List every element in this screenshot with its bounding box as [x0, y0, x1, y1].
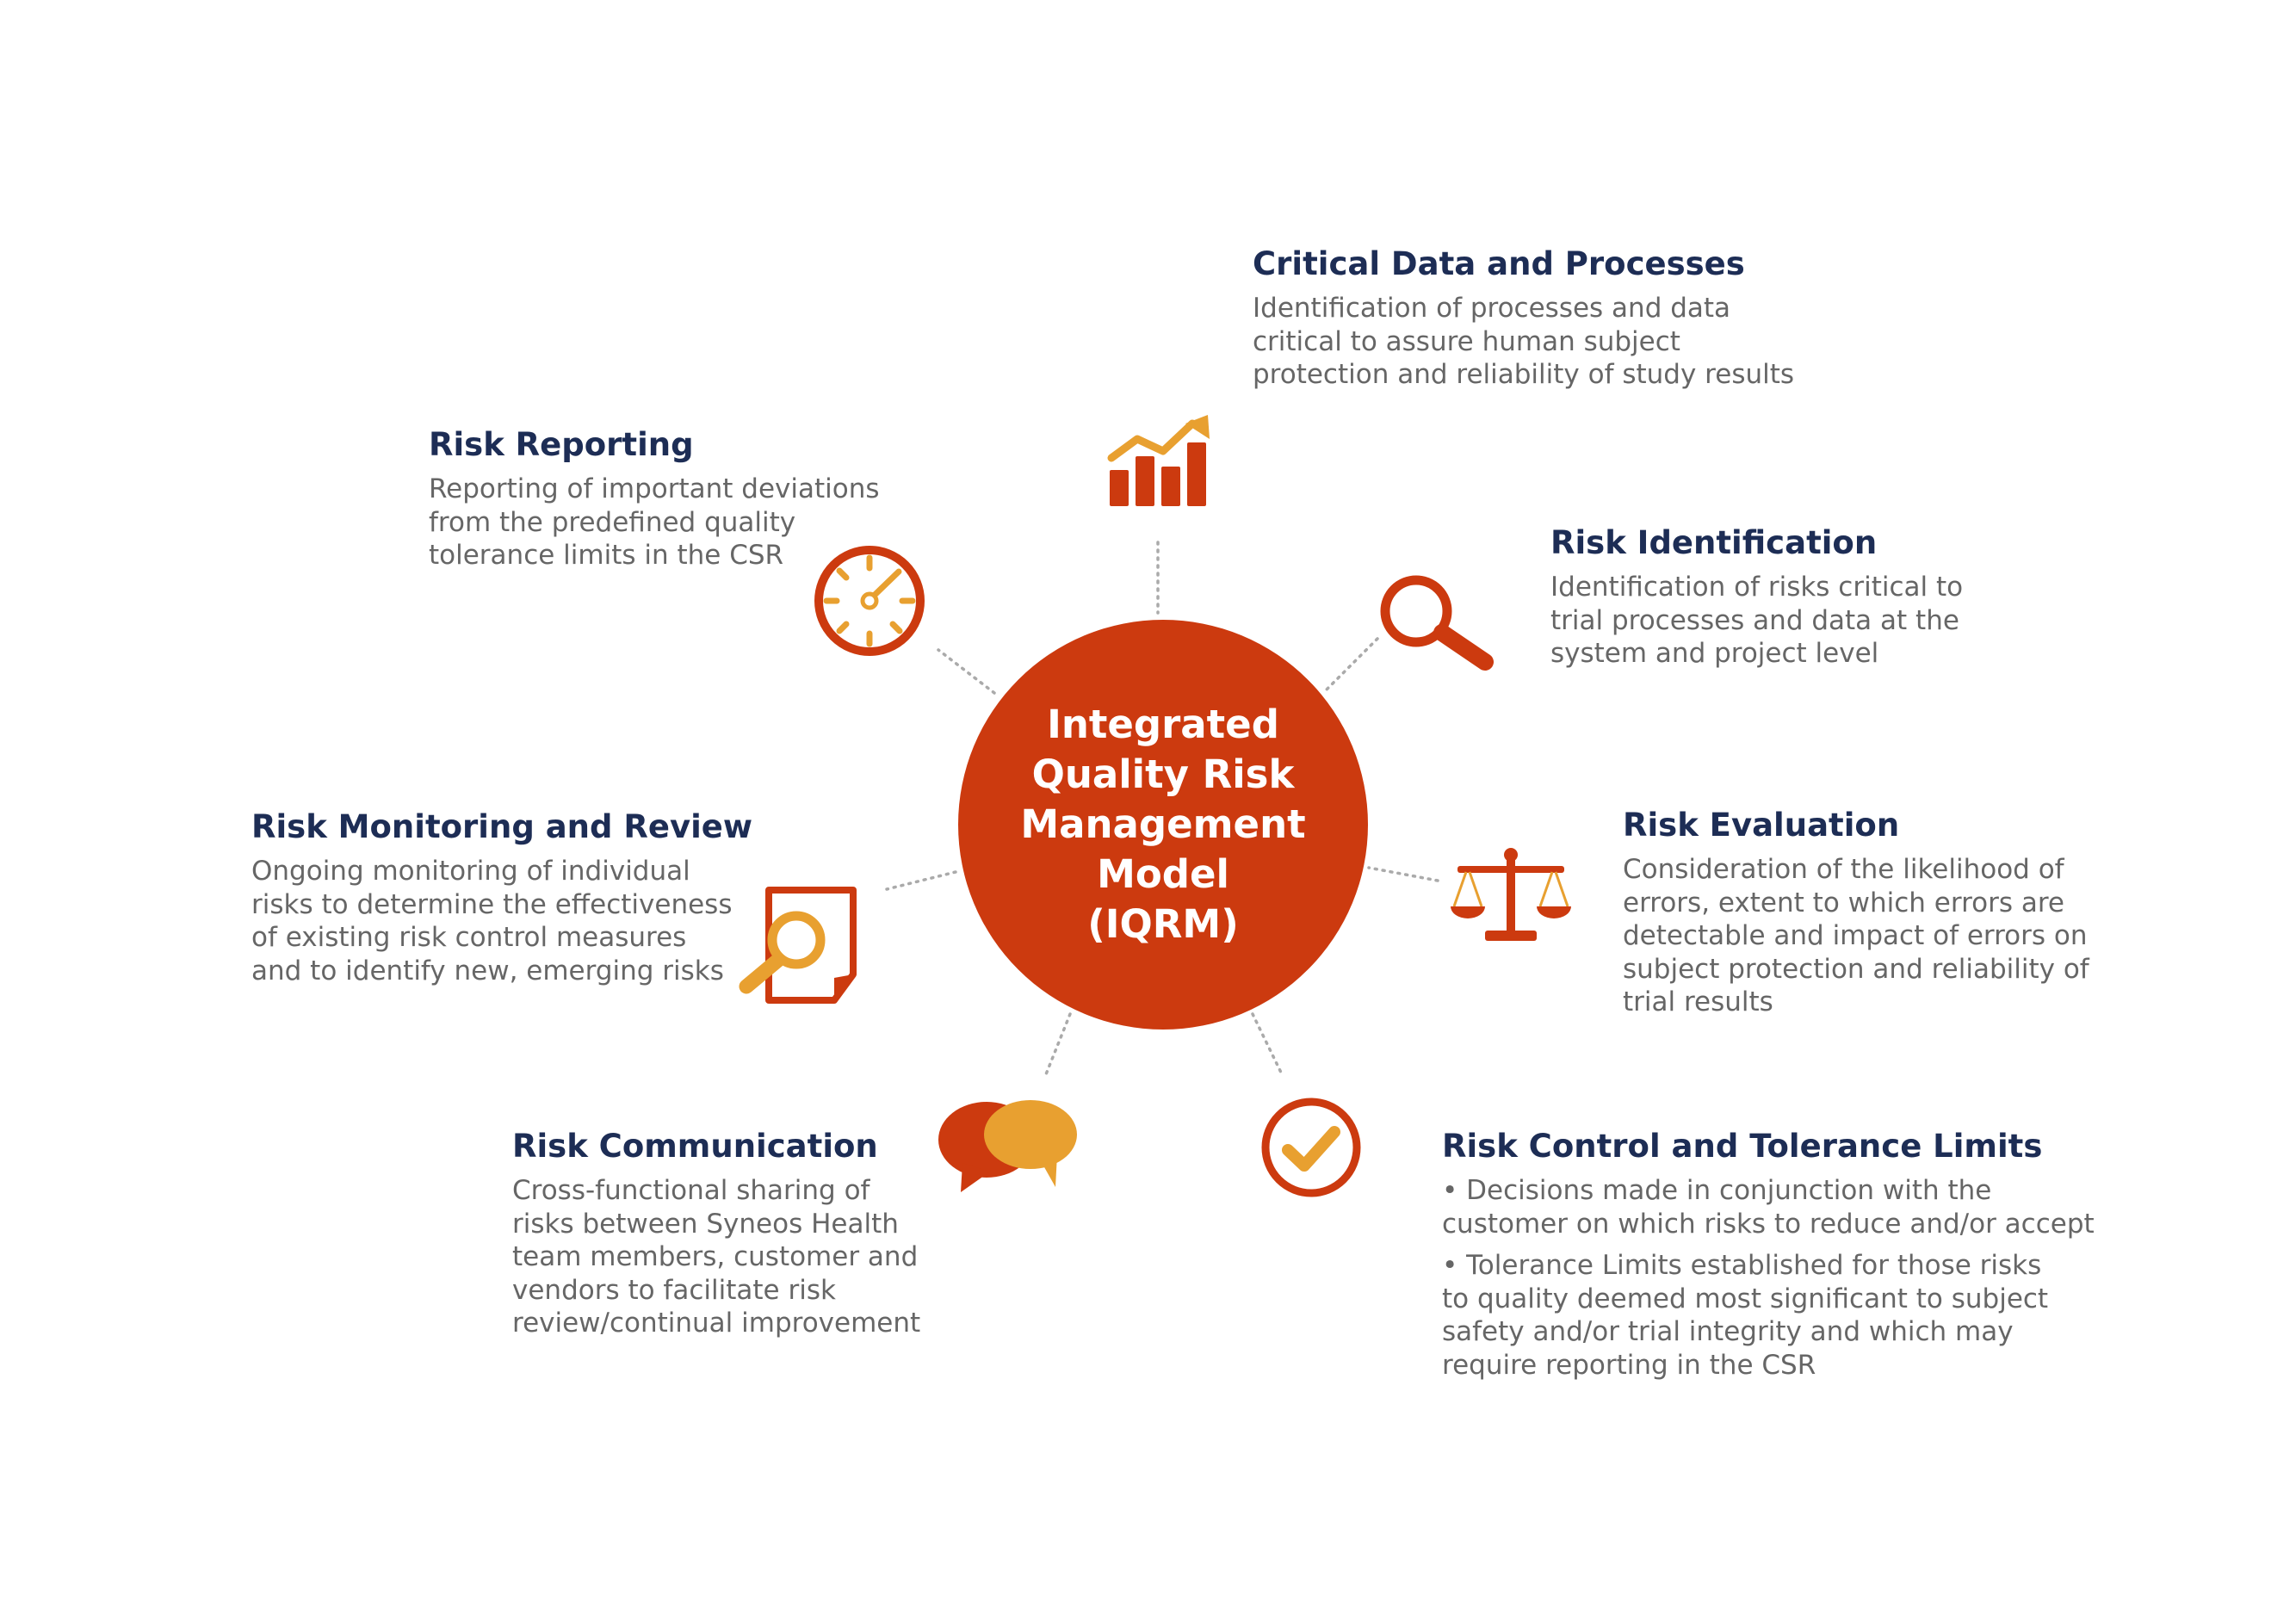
risk-communication-description: Cross-functional sharing of risks betwee…	[512, 1175, 921, 1339]
connector-risk-reporting	[937, 648, 996, 695]
balance-scale-icon	[1451, 848, 1571, 941]
document-search-icon	[739, 887, 857, 1004]
risk-control-bullets: • Decisions made in conjunction with the…	[1442, 1174, 2095, 1382]
magnifier-icon	[1380, 575, 1494, 671]
risk-control-bullet-1: • Decisions made in conjunction with the…	[1442, 1175, 2095, 1240]
stopwatch-gauge-icon	[814, 546, 925, 656]
connector-risk-evaluation	[1367, 866, 1439, 882]
risk-evaluation-title: Risk Evaluation	[1623, 807, 1900, 844]
risk-reporting-title: Risk Reporting	[429, 426, 694, 463]
risk-evaluation-description: Consideration of the likelihood of error…	[1623, 854, 2089, 1017]
connector-risk-communication	[1043, 1012, 1072, 1080]
risk-monitoring-title: Risk Monitoring and Review	[251, 808, 753, 845]
speech-bubbles-icon	[938, 1100, 1077, 1192]
risk-control-bullet-2: • Tolerance Limits established for those…	[1442, 1250, 2049, 1381]
connector-risk-control	[1251, 1012, 1284, 1078]
risk-evaluation-block: Risk Evaluation Consideration of the lik…	[1623, 807, 2089, 1019]
checkmark-circle-icon	[1261, 1098, 1361, 1197]
risk-control-block: Risk Control and Tolerance Limits • Deci…	[1442, 1128, 2095, 1390]
risk-identification-description: Identification of risks critical to tria…	[1550, 572, 1964, 669]
center-hub-label: Integrated Quality Risk Management Model…	[1020, 702, 1306, 947]
risk-communication-title: Risk Communication	[512, 1128, 878, 1165]
critical-data-title: Critical Data and Processes	[1253, 245, 1745, 282]
risk-reporting-description: Reporting of important deviations from t…	[429, 473, 880, 571]
connector-risk-identification	[1324, 637, 1379, 692]
risk-identification-title: Risk Identification	[1550, 524, 1878, 561]
bar-chart-growth-icon	[1107, 415, 1210, 506]
risk-identification-block: Risk Identification Identification of ri…	[1550, 524, 1963, 671]
critical-data-description: Identification of processes and data cri…	[1253, 293, 1795, 390]
risk-control-title: Risk Control and Tolerance Limits	[1442, 1128, 2043, 1165]
center-hub: Integrated Quality Risk Management Model…	[958, 620, 1368, 1030]
critical-data-block: Critical Data and Processes Identificati…	[1253, 245, 1794, 392]
risk-communication-block: Risk Communication Cross-functional shar…	[512, 1128, 920, 1340]
risk-reporting-block: Risk Reporting Reporting of important de…	[429, 426, 880, 572]
connector-risk-monitoring	[885, 870, 957, 891]
risk-monitoring-description: Ongoing monitoring of individual risks t…	[251, 856, 733, 986]
risk-monitoring-block: Risk Monitoring and Review Ongoing monit…	[251, 808, 752, 987]
